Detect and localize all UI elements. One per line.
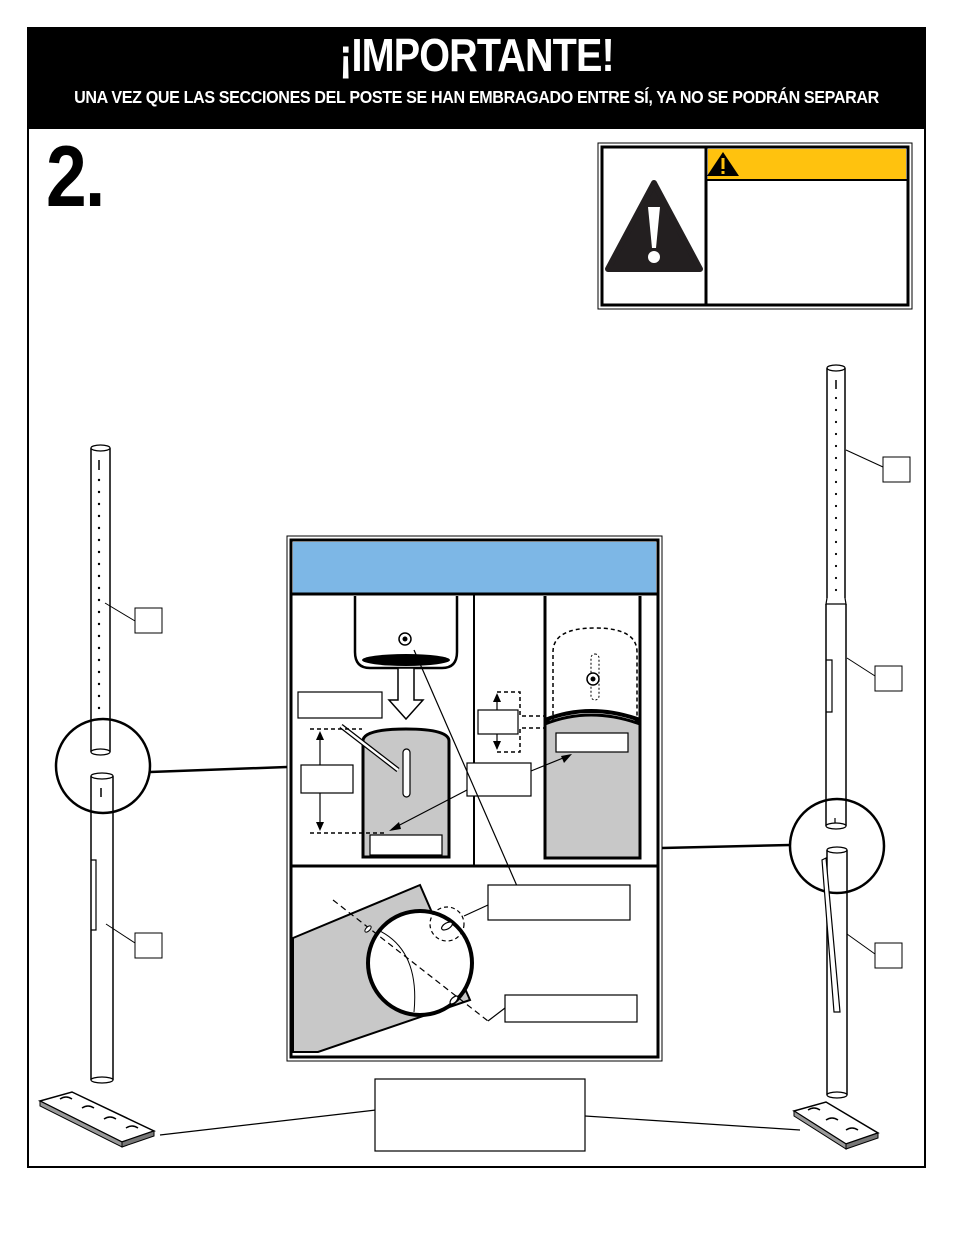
- label-box-bottom-left: [369, 834, 443, 856]
- label-box-axis: [504, 994, 638, 1023]
- right-zoom-circle: [788, 797, 886, 895]
- panel-insert: [297, 596, 459, 859]
- label-box-top-left: [297, 691, 383, 719]
- banner-subtitle: UNA VEZ QUE LAS SECCIONES DEL POSTE SE H…: [74, 87, 879, 107]
- right-lower-pole: [821, 846, 848, 1099]
- caution-label-bar: [708, 149, 906, 179]
- panel-cross-section: [292, 883, 638, 1053]
- label-box-pin: [487, 884, 631, 921]
- label-box-left-upper: [134, 607, 163, 634]
- left-base-plate: [37, 1091, 156, 1148]
- label-box-engaged-top: [555, 732, 629, 753]
- detail-box: [286, 535, 663, 1062]
- base-callout-box: [374, 1078, 586, 1152]
- small-warning-icon: [707, 152, 739, 176]
- label-box-right-middle: [874, 665, 903, 692]
- label-box-insert-depth: [300, 764, 354, 794]
- label-box-shared: [466, 762, 532, 797]
- label-box-left-lower: [134, 932, 163, 959]
- right-base-plate: [792, 1101, 880, 1150]
- detail-header-bar: [293, 542, 656, 593]
- left-upper-pole: [90, 444, 111, 756]
- warning-box: [597, 142, 913, 310]
- label-box-right-top: [882, 456, 911, 483]
- label-box-right-bottom: [874, 942, 903, 969]
- panel-engaged: [477, 596, 642, 860]
- step-number: 2.: [46, 129, 105, 225]
- banner-title: ¡IMPORTANTE!: [339, 29, 614, 81]
- warning-triangle-icon: [605, 180, 703, 272]
- left-lower-pole: [90, 772, 114, 1084]
- important-banner: ¡IMPORTANTE! UNA VEZ QUE LAS SECCIONES D…: [27, 27, 926, 129]
- right-upper-pole: [825, 364, 847, 830]
- left-zoom-circle: [54, 717, 152, 815]
- label-box-gap: [477, 709, 519, 735]
